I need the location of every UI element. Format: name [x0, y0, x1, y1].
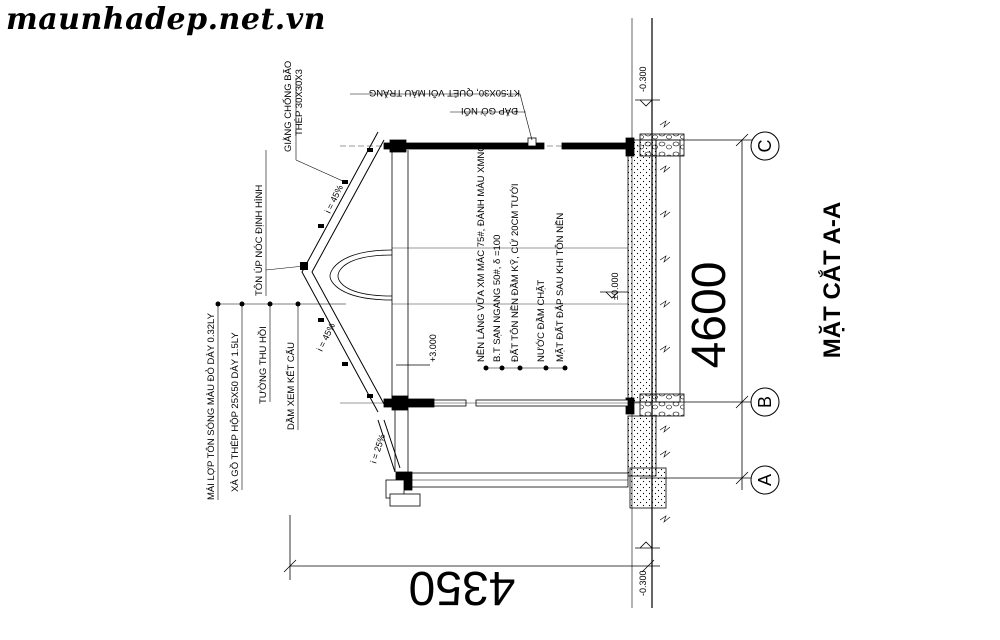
left-note-beam: DẦM XEM KẾT CẤU [286, 342, 297, 430]
level-bottom: -0.300 [638, 570, 648, 596]
roof-note-bracing: GIẰNG CHỐNG BÃO [282, 61, 294, 152]
level-markers [396, 99, 660, 549]
left-note-roof: MÁI LỢP TÔN SÓNG MÀU ĐỎ DÀY 0.32LY [205, 312, 217, 500]
level-floor: ±0.000 [610, 273, 620, 300]
slope-small-roof: i = 25% [368, 433, 387, 465]
floor-note-fill: ĐẤT TÔN NỀN ĐẦM KỸ, CỨ 20CM TƯỚI [510, 183, 521, 362]
top-note-leaders [350, 93, 533, 141]
grid-axis-bubbles [750, 131, 780, 495]
columns [391, 150, 409, 472]
left-note-gable-wall: TƯỜNG THU HỒI [257, 326, 269, 404]
ground-hatching [659, 120, 671, 523]
roof-note-ridge: TÔN ÚP NÓC ĐỊNH HÌNH [254, 185, 265, 296]
top-note-line2: ĐẮP GỜ NỔI [461, 105, 518, 117]
floor-note-dots [483, 365, 568, 371]
level-mid: +3.000 [428, 334, 438, 362]
floor-note-screed: NỀN LÁNG VỮA XM MÁC 75#, ĐÁNH MÀU XMNC [476, 145, 487, 362]
upper-beam [340, 139, 640, 153]
left-note-purlin: XÀ GỒ THÉP HỘP 25X50 DÀY 1.5LY [229, 332, 241, 492]
width-dimension-text: 4350 [409, 561, 516, 614]
roof-gable [301, 131, 628, 413]
floor-note-concrete: B.T SẠN NGANG 50#, δ =100 [492, 235, 503, 362]
roof-note-bracing-steel: THÉP 30X30X3 [294, 69, 305, 136]
grid-axis-a: A [755, 474, 775, 486]
foundation [625, 133, 685, 509]
top-stub [527, 137, 537, 147]
slope-roof-lower: i = 45% [315, 321, 337, 353]
floor-note-ground: MẶT ĐẤT ĐẮP SAU KHI TÔN NỀN [555, 213, 566, 362]
grid-axis-c: C [755, 140, 775, 153]
floor-note-compact: NƯỚC ĐẦM CHẶT [536, 280, 547, 362]
small-roof [377, 419, 401, 473]
drawing-title: MẶT CẮT A-A [818, 202, 846, 358]
roof-note-leaders [265, 78, 346, 296]
height-dimension-text: 4600 [683, 262, 736, 369]
middle-beam [340, 395, 640, 411]
width-dimension-line [283, 515, 660, 580]
watermark-logo: maunhadep.net.vn [6, 2, 326, 37]
level-top: -0.300 [638, 66, 648, 92]
grid-axis-b: B [755, 396, 775, 408]
top-note-line1: KT:50X30, QUÉT VÔI MÀU TRẮNG [369, 87, 520, 98]
left-note-dots [215, 301, 301, 307]
left-note-leaders [217, 303, 346, 500]
lower-beam [385, 471, 629, 507]
